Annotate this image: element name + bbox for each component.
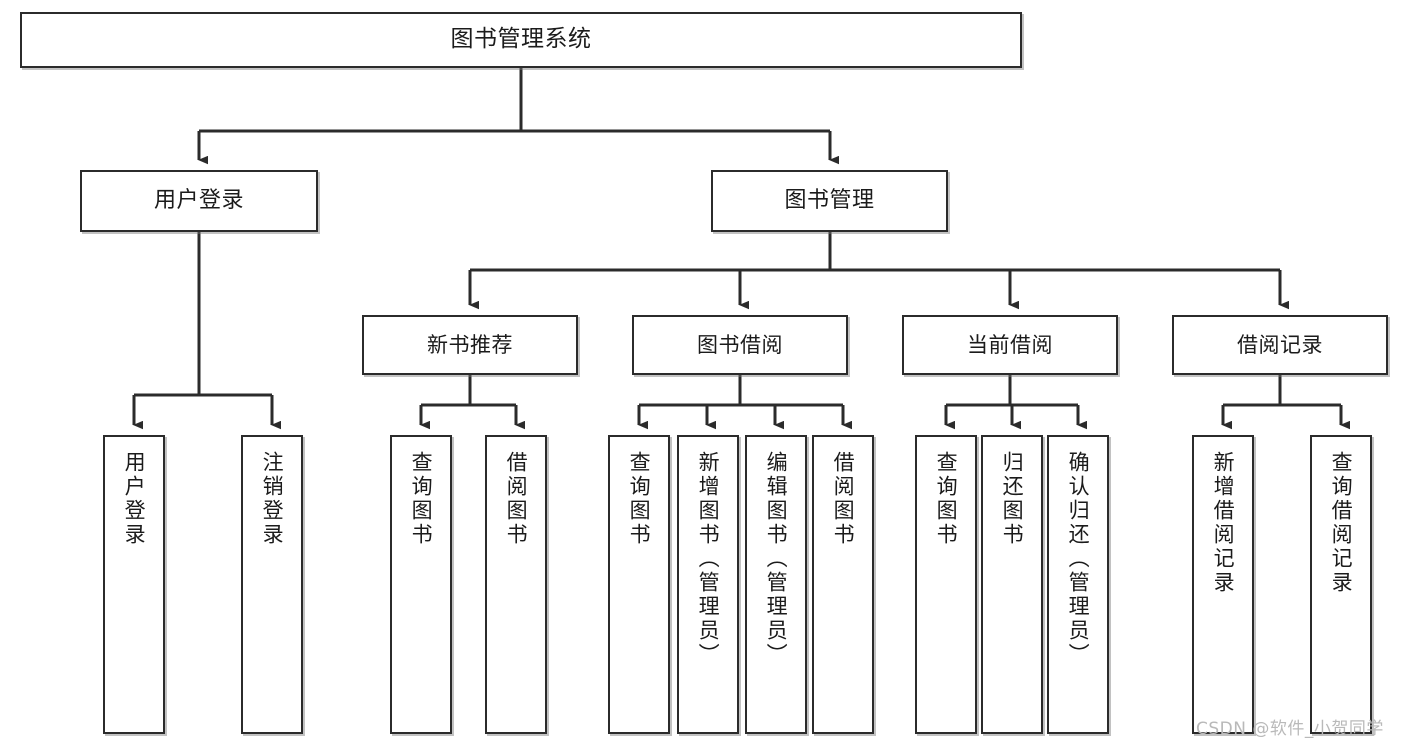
node-user-login[interactable]: 用户登录 xyxy=(80,170,318,232)
node-borrow-record[interactable]: 借阅记录 xyxy=(1172,315,1388,375)
node-leaf-query-book-current[interactable]: 查询图书 xyxy=(915,435,977,734)
node-leaf-user-login-label: 用户登录 xyxy=(122,451,147,547)
node-leaf-add-book-admin[interactable]: 新增图书（管理员） xyxy=(677,435,739,734)
node-leaf-query-book-rec-label: 查询图书 xyxy=(409,451,434,547)
node-book-borrow[interactable]: 图书借阅 xyxy=(632,315,848,375)
node-root-label: 图书管理系统 xyxy=(450,26,592,53)
node-leaf-return-book-label: 归还图书 xyxy=(1000,451,1025,547)
node-leaf-edit-book-admin-label: 编辑图书（管理员） xyxy=(764,451,789,667)
node-leaf-query-book-rec[interactable]: 查询图书 xyxy=(390,435,452,734)
node-new-book-recommend-label: 新书推荐 xyxy=(427,332,513,357)
node-root[interactable]: 图书管理系统 xyxy=(20,12,1022,68)
node-leaf-borrow-book[interactable]: 借阅图书 xyxy=(812,435,874,734)
node-leaf-borrow-book-rec[interactable]: 借阅图书 xyxy=(485,435,547,734)
node-leaf-add-book-admin-label: 新增图书（管理员） xyxy=(696,451,721,667)
watermark: CSDN @软件_小贺同学 xyxy=(1196,719,1384,739)
node-book-management[interactable]: 图书管理 xyxy=(711,170,948,232)
node-leaf-query-borrow-record[interactable]: 查询借阅记录 xyxy=(1310,435,1372,734)
node-leaf-user-login[interactable]: 用户登录 xyxy=(103,435,165,734)
node-leaf-logout-label: 注销登录 xyxy=(260,451,285,547)
node-book-borrow-label: 图书借阅 xyxy=(697,332,783,357)
node-leaf-query-borrow-record-label: 查询借阅记录 xyxy=(1329,451,1354,595)
node-leaf-add-borrow-record[interactable]: 新增借阅记录 xyxy=(1192,435,1254,734)
node-leaf-add-borrow-record-label: 新增借阅记录 xyxy=(1211,451,1236,595)
node-leaf-edit-book-admin[interactable]: 编辑图书（管理员） xyxy=(745,435,807,734)
node-leaf-borrow-book-label: 借阅图书 xyxy=(831,451,856,547)
node-borrow-record-label: 借阅记录 xyxy=(1237,332,1323,357)
node-current-borrow[interactable]: 当前借阅 xyxy=(902,315,1118,375)
node-book-management-label: 图书管理 xyxy=(784,188,875,214)
node-user-login-label: 用户登录 xyxy=(153,188,244,214)
node-leaf-confirm-return-admin-label: 确认归还（管理员） xyxy=(1066,451,1091,667)
node-current-borrow-label: 当前借阅 xyxy=(967,332,1053,357)
node-leaf-query-book-borrow[interactable]: 查询图书 xyxy=(608,435,670,734)
node-leaf-logout[interactable]: 注销登录 xyxy=(241,435,303,734)
node-leaf-query-book-borrow-label: 查询图书 xyxy=(627,451,652,547)
node-leaf-borrow-book-rec-label: 借阅图书 xyxy=(504,451,529,547)
node-new-book-recommend[interactable]: 新书推荐 xyxy=(362,315,578,375)
node-leaf-return-book[interactable]: 归还图书 xyxy=(981,435,1043,734)
node-leaf-confirm-return-admin[interactable]: 确认归还（管理员） xyxy=(1047,435,1109,734)
node-leaf-query-book-current-label: 查询图书 xyxy=(934,451,959,547)
